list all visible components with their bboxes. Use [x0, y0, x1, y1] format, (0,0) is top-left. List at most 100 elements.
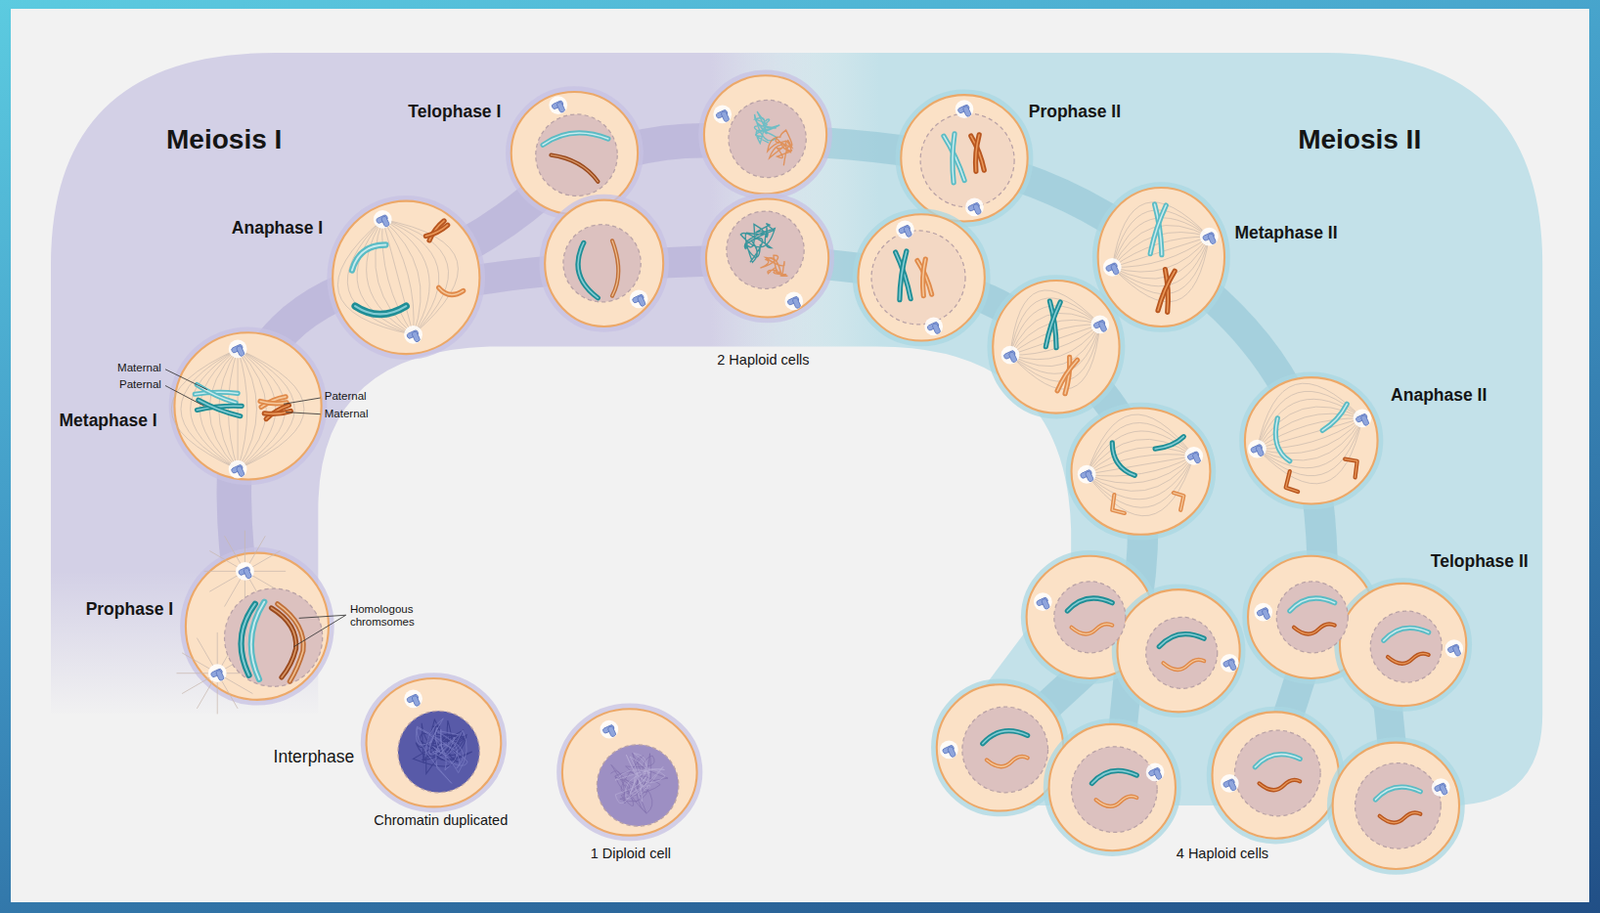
chromatid [352, 245, 386, 271]
chromosome-label: Maternal [324, 407, 369, 421]
nucleus [1146, 617, 1218, 689]
aster-fiber [224, 578, 242, 608]
cell-membrane [1244, 377, 1378, 504]
centriole [1207, 232, 1217, 245]
region-band [713, 52, 1543, 816]
aster-fiber [181, 677, 211, 695]
centrosome-glow [1103, 258, 1122, 277]
chromatid [612, 240, 619, 296]
chromosome-label: Paternal [324, 390, 367, 403]
cell-membrane [544, 200, 664, 327]
centrosome-glow [403, 325, 423, 345]
centriole [411, 695, 421, 708]
cell [329, 198, 484, 358]
chromatid-highlight [1162, 660, 1204, 670]
chromatid-highlight [1322, 403, 1347, 431]
chromatid [1057, 359, 1077, 392]
cell-membrane [1071, 407, 1211, 534]
chromatid [1375, 787, 1421, 800]
chromatid [1091, 770, 1137, 784]
spindle-fiber [1086, 455, 1195, 475]
spindle-fiber [1086, 455, 1195, 508]
nucleus [962, 707, 1049, 794]
centrosome-glow [1431, 778, 1451, 798]
cell-halo [541, 196, 667, 330]
chromatid-highlight [982, 731, 1028, 745]
nucleus [1234, 730, 1321, 817]
spindle-fiber [237, 349, 276, 470]
chromatid [1157, 270, 1175, 311]
spindle-fiber [382, 219, 448, 335]
centrosome-glow [1444, 639, 1464, 659]
chromatid [1259, 780, 1301, 791]
region-fade [50, 571, 332, 714]
phase-name: Metaphase II [1234, 222, 1337, 243]
centrosome-glow [228, 460, 248, 480]
chromatid-highlight [1259, 780, 1301, 791]
cell-halo [1242, 374, 1381, 508]
chromatid-highlight [277, 604, 304, 682]
chromatid-highlight [1293, 623, 1335, 634]
nucleus [1276, 581, 1348, 654]
nucleus [563, 224, 641, 303]
chromatid [1150, 205, 1166, 255]
cell-halo [989, 277, 1123, 417]
chromatid [1155, 437, 1184, 450]
cell [1242, 374, 1381, 508]
chromatid-highlight [1057, 359, 1077, 392]
centriole [1438, 784, 1448, 797]
chromatid-highlight [251, 602, 265, 680]
cell [1113, 586, 1243, 715]
nucleus [596, 745, 678, 827]
chromatid [542, 133, 609, 145]
chromatid [1293, 623, 1335, 634]
centrosome-glow [1033, 592, 1053, 612]
chromatid-highlight [260, 400, 287, 403]
centriole [720, 110, 730, 123]
centriole [636, 295, 646, 308]
chromatid-highlight [577, 242, 598, 298]
chromatid [1379, 812, 1422, 823]
centrosome-glow [1353, 408, 1373, 428]
chromatid [1096, 797, 1138, 807]
chromatin [416, 718, 469, 784]
spindle-fiber [1086, 455, 1195, 516]
chromatid [899, 251, 907, 301]
centriole [556, 101, 566, 114]
cell [1208, 709, 1342, 843]
chromatid-highlight [1045, 302, 1061, 348]
chromatid [1071, 623, 1113, 634]
phase-name: Anaphase I [231, 218, 323, 238]
chromatid-highlight [1375, 787, 1421, 800]
leader-line [299, 615, 347, 619]
chromatid-highlight [1091, 770, 1137, 784]
chromatid-highlight [439, 287, 464, 295]
chromatid [1173, 492, 1184, 511]
chromatid-highlight [198, 400, 241, 416]
chromatid [550, 155, 598, 182]
cell [854, 211, 988, 345]
aster-fiber [209, 551, 238, 569]
cell-membrane [857, 214, 984, 341]
cell-membrane [332, 201, 480, 356]
meiosis-region: Meiosis II [713, 52, 1543, 816]
chromatid-highlight [1173, 492, 1184, 511]
aster-fiber [224, 535, 242, 565]
chromatid-highlight [1150, 205, 1166, 255]
chromatid [976, 134, 980, 172]
centriole [973, 203, 982, 216]
cell [1330, 740, 1464, 874]
spindle-fiber [237, 349, 239, 470]
spindle-fiber [382, 219, 430, 335]
cell-halo [1113, 586, 1243, 715]
aster-fiber [204, 571, 237, 573]
aster-fiber [196, 638, 214, 667]
centrosome-glow [1184, 446, 1203, 466]
chromatid [277, 604, 304, 682]
chromatid-highlight [923, 259, 927, 297]
spindle-fiber [366, 219, 414, 335]
centrosome-glow [403, 689, 423, 709]
spindle-fiber [237, 349, 295, 470]
chromatid [355, 306, 406, 314]
chromatid-highlight [895, 252, 911, 300]
